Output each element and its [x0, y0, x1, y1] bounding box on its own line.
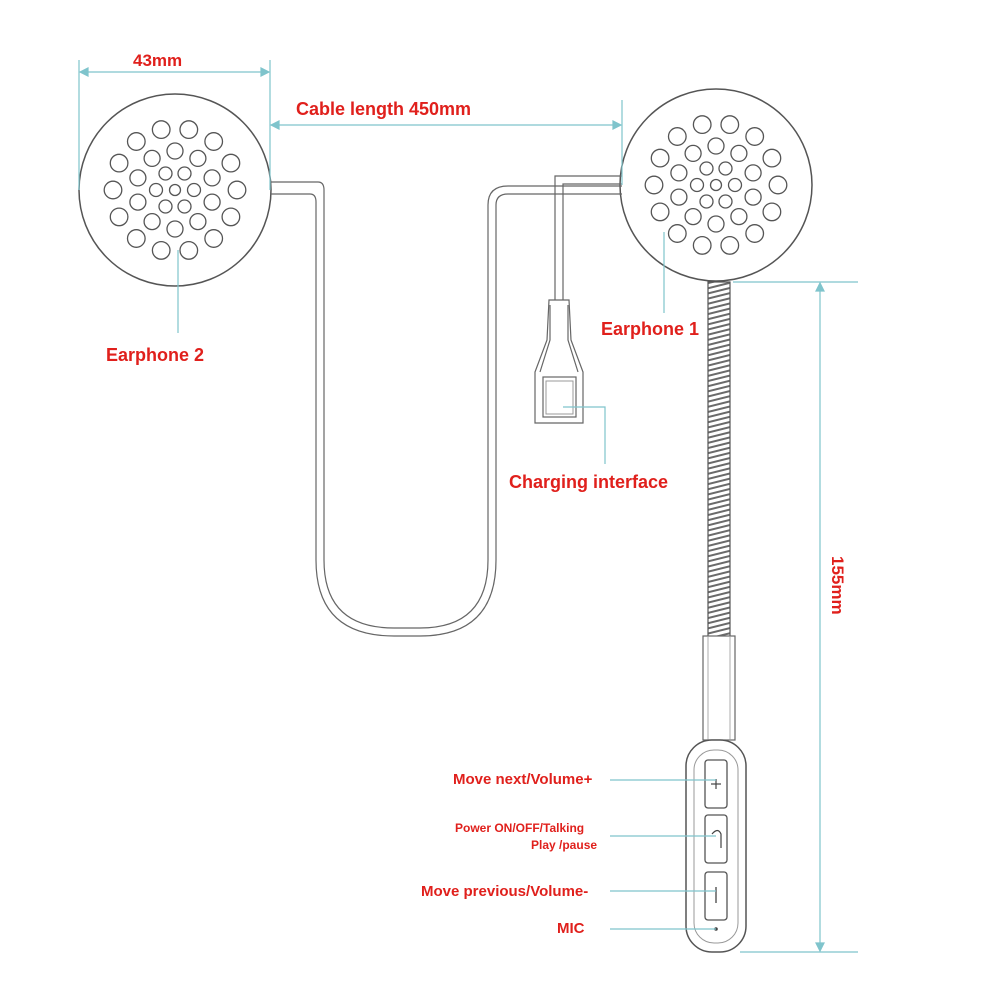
speaker-grille-hole	[699, 161, 714, 176]
speaker-grille-hole	[103, 180, 123, 200]
power-play-button[interactable]	[704, 814, 728, 864]
speaker-grille-hole	[158, 199, 173, 214]
speaker-grille-hole	[720, 235, 740, 255]
earphone-2-label: Earphone 2	[106, 345, 205, 365]
cable-length-label: Cable length 450mm	[296, 99, 472, 119]
speaker-grille-hole	[667, 127, 687, 146]
speaker-grille-hole	[692, 235, 712, 255]
speaker-grille-hole	[670, 188, 688, 206]
charging-cable	[534, 175, 622, 424]
speaker-grille-hole	[718, 161, 733, 176]
speaker-grille-hole	[126, 229, 146, 248]
phone-handset-icon	[711, 829, 722, 848]
speaker-grille-hole	[189, 149, 207, 168]
speaker-grille-hole	[126, 132, 146, 151]
speaker-grille-hole	[179, 120, 199, 140]
speaker-grille-hole	[203, 169, 221, 187]
dimension-lines	[78, 60, 858, 953]
speaker-grille-hole	[745, 224, 765, 243]
speaker-diameter-label: 43mm	[133, 51, 183, 70]
speaker-grille-hole	[109, 207, 129, 227]
speaker-grille-hole	[744, 164, 762, 182]
speaker-grille-hole	[744, 188, 762, 206]
mic-label: MIC	[557, 920, 585, 937]
speaker-grille-hole	[644, 175, 664, 195]
speaker-grille-hole	[718, 194, 733, 209]
speaker-grille-hole	[203, 193, 221, 211]
move-next-label: Move next/Volume+	[453, 771, 593, 788]
mic-boom	[702, 281, 736, 741]
speaker-grille-hole	[166, 142, 184, 160]
speaker-grille-hole	[650, 202, 670, 222]
speaker-grille-hole	[762, 148, 782, 168]
speaker-grille-hole	[221, 153, 241, 173]
speaker-grille-hole	[768, 175, 788, 195]
speaker-grille-hole	[727, 177, 743, 193]
speaker-grille-hole	[189, 212, 207, 231]
speaker-grille-hole	[129, 193, 147, 211]
speaker-grille-hole	[143, 149, 161, 168]
speaker-grille-hole	[109, 153, 129, 173]
leader-lines	[177, 232, 716, 930]
mic-boom-length-label: 155mm	[828, 556, 847, 615]
speaker-grille-hole	[730, 144, 748, 163]
speaker-grille-hole	[179, 240, 199, 260]
speaker-grille-hole	[204, 229, 224, 248]
usb-port-icon	[542, 376, 577, 418]
speaker-grille-hole	[129, 169, 147, 187]
speaker-grille-hole	[143, 212, 161, 231]
speaker-grille-hole	[204, 132, 224, 151]
speaker-grille-hole	[689, 177, 705, 193]
speaker-grille-hole	[762, 202, 782, 222]
speaker-grille-hole	[667, 224, 687, 243]
power-label-line-2: Play /pause	[531, 838, 598, 852]
earphone-2-speaker	[78, 93, 272, 287]
speaker-grille-hole	[168, 183, 182, 197]
speaker-grille-hole	[730, 207, 748, 226]
control-remote	[685, 739, 747, 953]
speaker-grille-hole	[177, 199, 192, 214]
speaker-grille-hole	[692, 115, 712, 135]
speaker-grille-hole	[166, 220, 184, 238]
speaker-grille-hole	[148, 182, 164, 198]
speaker-grille-hole	[151, 240, 171, 260]
earphone-1-speaker	[619, 88, 813, 282]
speaker-grille-hole	[177, 166, 192, 181]
speaker-grille-hole	[707, 215, 725, 233]
charging-interface-label: Charging interface	[509, 472, 669, 492]
plus-icon	[711, 779, 721, 789]
speaker-grille-hole	[720, 115, 740, 135]
speaker-grille-hole	[670, 164, 688, 182]
speaker-grille-hole	[186, 182, 202, 198]
speaker-grille-hole	[684, 144, 702, 163]
move-previous-label: Move previous/Volume-	[421, 883, 589, 900]
speaker-grille-hole	[158, 166, 173, 181]
speaker-grille-hole	[684, 207, 702, 226]
speaker-cable	[270, 181, 622, 637]
speaker-grille-hole	[707, 137, 725, 155]
speaker-grille-hole	[151, 120, 171, 140]
earphone-1-label: Earphone 1	[601, 319, 700, 339]
speaker-grille-hole	[227, 180, 247, 200]
speaker-grille-hole	[699, 194, 714, 209]
speaker-grille-hole	[221, 207, 241, 227]
speaker-grille-hole	[745, 127, 765, 146]
speaker-grille-hole	[650, 148, 670, 168]
speaker-grille-hole	[709, 178, 723, 192]
power-label-line-1: Power ON/OFF/Talking	[455, 821, 585, 835]
